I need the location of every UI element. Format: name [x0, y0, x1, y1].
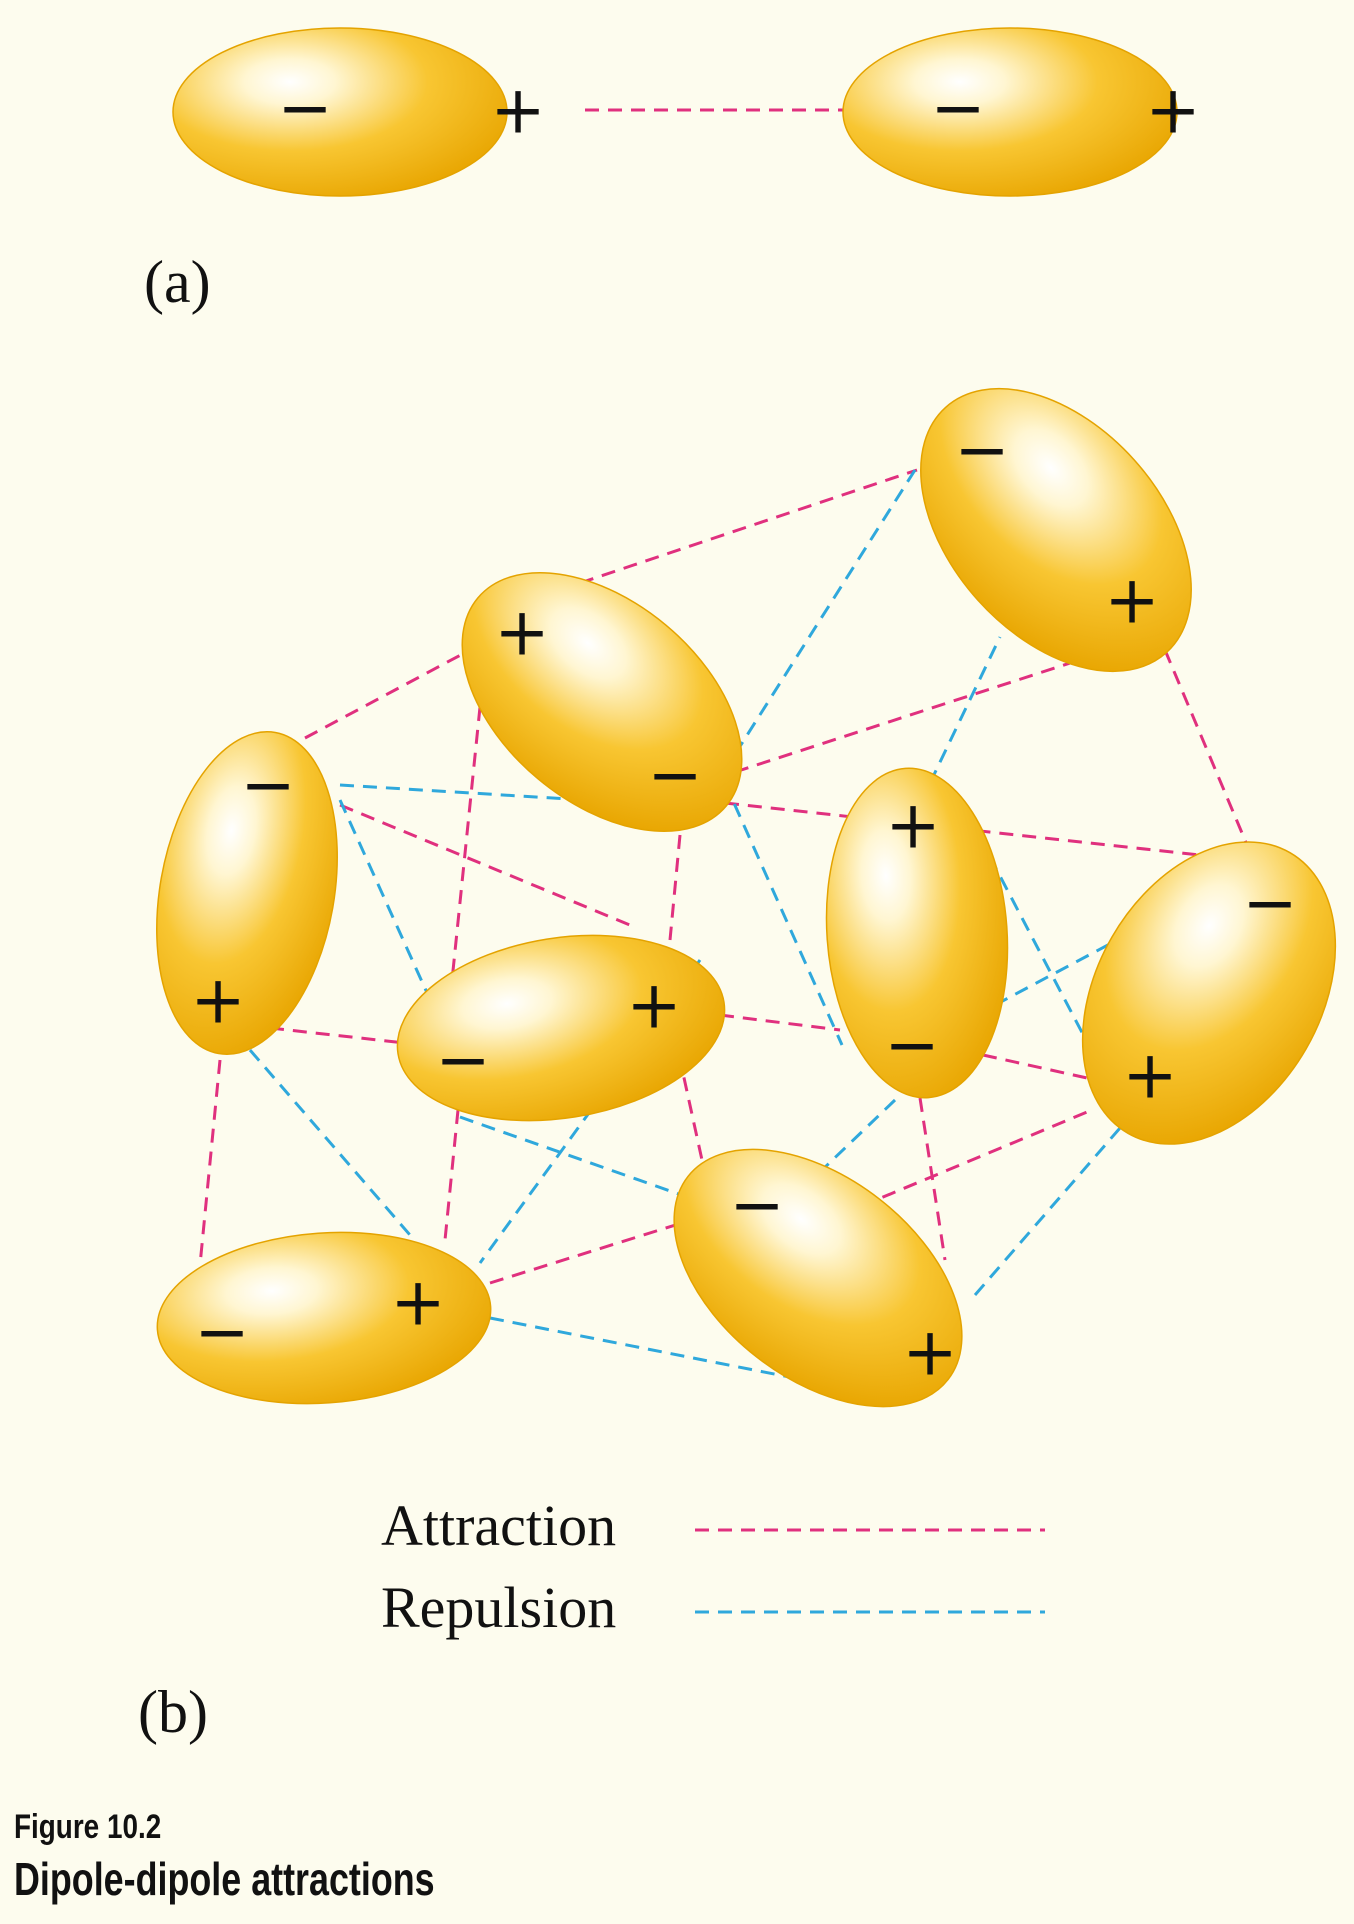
- legend-lines: [695, 1528, 1045, 1614]
- figure-number: Figure 10.2: [14, 1808, 162, 1846]
- attraction-line-10: [719, 1013, 841, 1032]
- negative-sign-b4: −: [435, 1022, 490, 1099]
- repulsion-line-26: [988, 856, 1089, 1043]
- negative-sign-b6: −: [1242, 865, 1297, 942]
- molecule-b6: −+: [1081, 841, 1337, 1145]
- negative-sign-b5: −: [884, 1007, 939, 1084]
- positive-sign-b4: +: [626, 967, 681, 1044]
- molecule-body-b4: [396, 934, 726, 1122]
- repulsion-line-30: [489, 1316, 831, 1387]
- positive-sign-a1: +: [490, 72, 545, 149]
- molecule-body-a2: [842, 27, 1178, 197]
- repulsion-line-18: [339, 783, 586, 802]
- attraction-line-7: [668, 834, 682, 941]
- attraction-line-6: [448, 706, 482, 1001]
- repulsion-line-19: [723, 469, 917, 771]
- repulsion-line-21: [338, 799, 430, 996]
- negative-sign-a2: −: [930, 70, 985, 147]
- molecule-body-a1: [172, 27, 508, 197]
- repulsion-line-28: [818, 1098, 897, 1174]
- negative-sign-b7: −: [729, 1167, 784, 1244]
- molecule-b7: −+: [673, 1148, 963, 1408]
- positive-sign-b8: +: [390, 1264, 445, 1341]
- attraction-line-3: [1163, 649, 1252, 853]
- negative-sign-b3: −: [240, 747, 295, 824]
- repulsion-line-20: [928, 636, 1002, 784]
- molecule-a1: −+: [172, 27, 546, 197]
- negative-sign-b2: −: [647, 737, 702, 814]
- figure-title: Dipole-dipole attractions: [14, 1853, 435, 1905]
- attraction-line-1: [579, 468, 918, 585]
- molecule-body-b3: [156, 731, 338, 1055]
- panel-label-b: (b): [138, 1679, 208, 1745]
- positive-sign-b1: +: [1104, 562, 1159, 639]
- attraction-line-13: [443, 1109, 460, 1241]
- molecule-b1: −+: [920, 387, 1192, 673]
- repulsion-line-24: [723, 782, 844, 1046]
- attraction-line-11: [982, 1053, 1088, 1080]
- molecule-b3: −+: [156, 731, 338, 1055]
- positive-sign-b2: +: [494, 594, 549, 671]
- attraction-line-5: [339, 803, 638, 930]
- attraction-line-2: [734, 648, 1111, 774]
- molecule-body-b7: [673, 1148, 963, 1408]
- attraction-line-17: [489, 1220, 686, 1285]
- negative-sign-b8: −: [194, 1294, 249, 1371]
- molecule-b4: −+: [396, 934, 726, 1122]
- molecule-body-b5: [825, 767, 1009, 1099]
- positive-sign-b7: +: [902, 1314, 957, 1391]
- molecule-b2: −+: [461, 571, 743, 833]
- negative-sign-a1: −: [277, 70, 332, 147]
- attraction-line-12: [198, 1059, 222, 1266]
- positive-sign-b5: +: [885, 787, 940, 864]
- positive-sign-b6: +: [1122, 1037, 1177, 1114]
- legend-repulsion-label: Repulsion: [381, 1575, 617, 1640]
- molecules: −+−+−+−+−+−+−+−+−+−+: [156, 27, 1337, 1408]
- molecule-body-b1: [920, 387, 1192, 673]
- attraction-line-15: [918, 1097, 947, 1261]
- negative-sign-b1: −: [954, 412, 1009, 489]
- molecule-body-b8: [156, 1231, 492, 1405]
- attraction-line-4: [304, 648, 471, 740]
- positive-sign-b3: +: [190, 962, 245, 1039]
- molecule-body-b2: [461, 571, 743, 833]
- panel-label-a: (a): [144, 249, 211, 315]
- positive-sign-a2: +: [1145, 72, 1200, 149]
- repulsion-line-22: [248, 1049, 412, 1236]
- legend-attraction-label: Attraction: [381, 1493, 617, 1558]
- repulsion-line-23: [459, 1115, 691, 1200]
- attraction-line-14: [677, 1054, 704, 1161]
- molecule-b5: −+: [825, 767, 1009, 1099]
- repulsion-line-29: [973, 1127, 1122, 1296]
- molecule-a2: −+: [842, 27, 1201, 197]
- molecule-b8: −+: [156, 1231, 492, 1405]
- molecule-body-b6: [1081, 841, 1337, 1145]
- attraction-line-8: [724, 801, 1246, 862]
